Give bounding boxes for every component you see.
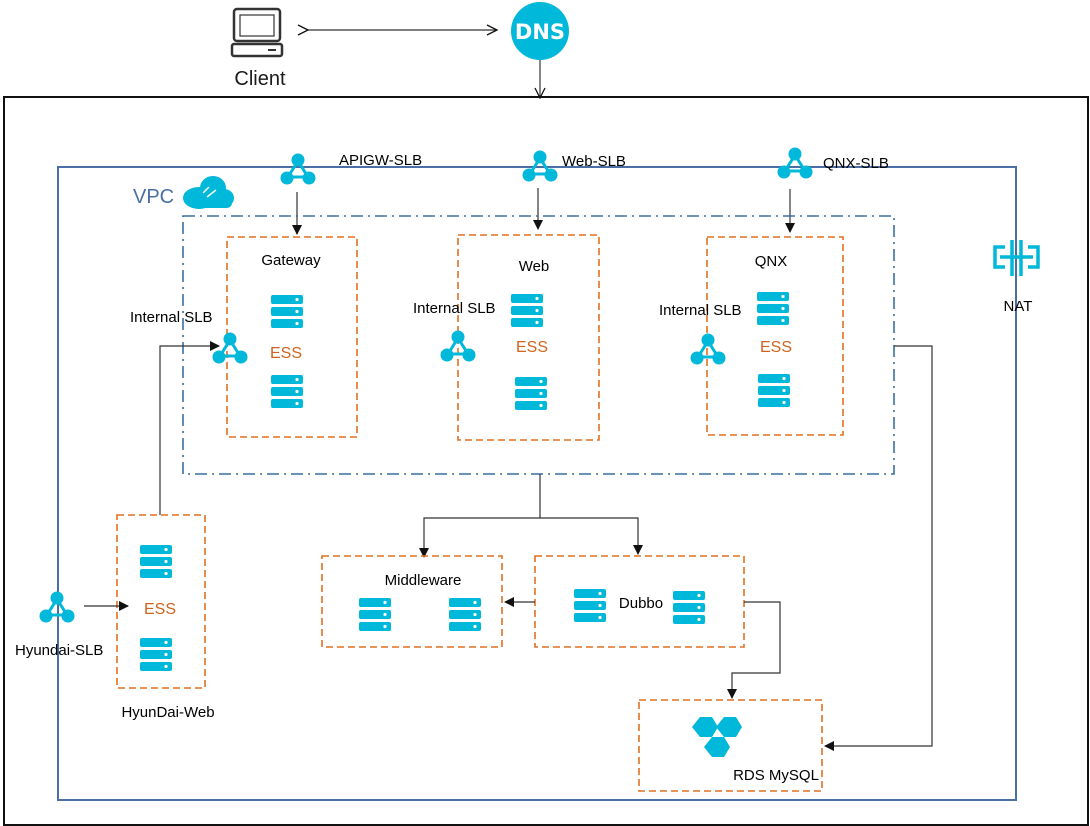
cluster-middleware-edge — [419, 474, 541, 558]
server-icon — [515, 377, 547, 410]
rds-icon — [692, 717, 742, 757]
server-icon — [359, 598, 391, 631]
nat-icon — [993, 240, 1040, 276]
server-icon — [758, 374, 790, 407]
gateway-internal-slb-label: Internal SLB — [130, 309, 213, 326]
cluster-rds-edge — [824, 345, 933, 751]
slb-icon — [279, 152, 317, 186]
server-icon — [574, 589, 606, 622]
internal-slb-icon — [439, 329, 477, 363]
server-icon — [271, 295, 303, 328]
hyundai-web-box — [116, 514, 206, 689]
qnx-internal-slb-label: Internal SLB — [659, 302, 742, 319]
dns-node: DNS — [511, 2, 569, 60]
cloud-icon — [183, 176, 234, 209]
hyundai-to-gateway-edge — [159, 341, 220, 515]
nat-label: NAT — [1004, 298, 1033, 315]
gateway-title: Gateway — [261, 252, 321, 269]
middleware-title: Middleware — [385, 572, 462, 589]
qnx-ess-label: ESS — [760, 339, 792, 356]
server-icon — [449, 598, 481, 631]
dns-icon: DNS — [511, 2, 569, 60]
server-icon — [511, 294, 543, 327]
gateway-group: Gateway ESS Internal SLB — [130, 236, 358, 438]
hyundai-web-title: HyunDai-Web — [121, 704, 214, 721]
middleware-box — [321, 555, 503, 648]
web-group: Web ESS Internal SLB — [413, 234, 600, 441]
middleware-group: Middleware — [321, 555, 503, 648]
nat-node: NAT — [993, 240, 1040, 315]
rds-title: RDS MySQL — [733, 767, 819, 784]
rds-group: RDS MySQL — [638, 699, 823, 792]
client-label: Client — [234, 68, 286, 90]
web-title: Web — [519, 258, 550, 275]
rds-box — [638, 699, 823, 792]
web-ess-label: ESS — [516, 339, 548, 356]
cluster-dubbo-edge — [540, 517, 643, 555]
slb-icon — [776, 146, 814, 180]
qnx-slb-label: QNX-SLB — [823, 155, 889, 172]
apigw-slb-node: APIGW-SLB — [279, 152, 422, 186]
server-icon — [757, 292, 789, 325]
gateway-ess-label: ESS — [270, 345, 302, 362]
monitor-icon — [230, 7, 284, 58]
internal-slb-icon — [211, 331, 249, 365]
outer-frame — [3, 96, 1089, 826]
qnx-title: QNX — [755, 253, 788, 270]
web-slb-label: Web-SLB — [562, 153, 626, 170]
hyundai-slb-node: Hyundai-SLB — [15, 590, 103, 659]
qnx-slb-node: QNX-SLB — [776, 146, 889, 180]
server-icon — [140, 545, 172, 578]
vpc-boundary — [57, 166, 1017, 801]
hyundai-web-group: ESS HyunDai-Web — [116, 514, 215, 721]
vpc-label: VPC — [133, 186, 174, 208]
hyundai-ess-label: ESS — [144, 601, 176, 618]
server-icon — [271, 375, 303, 408]
dns-icon-text: DNS — [515, 20, 565, 44]
apigw-slb-label: APIGW-SLB — [339, 152, 422, 169]
qnx-group: QNX ESS Internal SLB — [659, 236, 844, 436]
web-internal-slb-label: Internal SLB — [413, 300, 496, 317]
internal-slb-icon — [689, 332, 727, 366]
client-node: Client — [230, 7, 286, 90]
qnx-box — [706, 236, 844, 436]
dubbo-group: Dubbo — [534, 555, 745, 648]
dubbo-title: Dubbo — [619, 595, 663, 612]
hyundai-slb-label: Hyundai-SLB — [15, 642, 103, 659]
dubbo-rds-edge — [727, 601, 781, 699]
server-icon — [140, 638, 172, 671]
web-slb-node: Web-SLB — [521, 149, 626, 183]
app-cluster-boundary — [182, 215, 895, 475]
server-icon — [673, 591, 705, 624]
